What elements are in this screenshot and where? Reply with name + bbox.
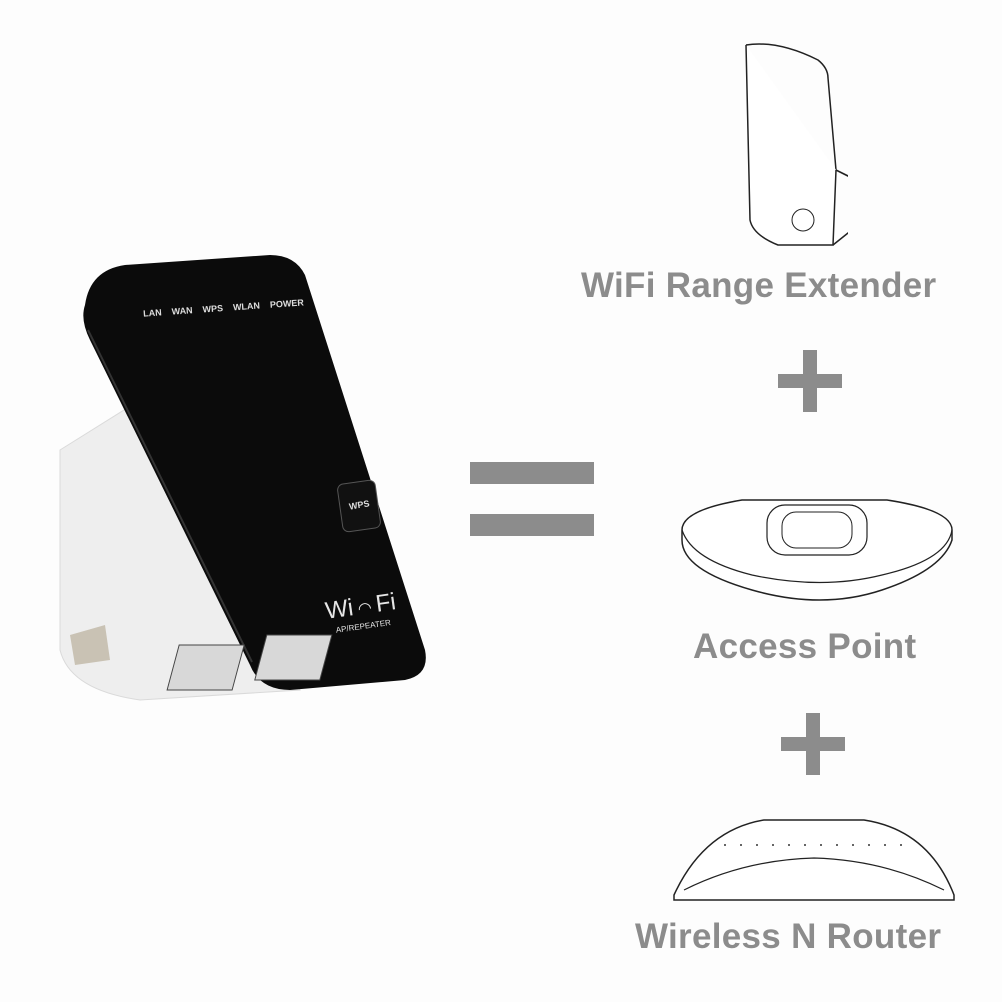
label-access-point: Access Point [693, 627, 917, 666]
device-front [83, 255, 426, 690]
ethernet-port-1 [166, 644, 245, 691]
plug-pin [70, 625, 110, 665]
equals-sign-bottom [470, 514, 594, 536]
wps-button [337, 479, 381, 533]
led-label: WPS [202, 303, 224, 315]
wifi-icon: ◠ [352, 598, 378, 619]
label-wifi-range-extender: WiFi Range Extender [581, 266, 937, 305]
equals-sign-top [470, 462, 594, 484]
plus-icon-2-v [806, 713, 820, 775]
range-extender-illustration [745, 43, 848, 246]
access-point-illustration [681, 499, 953, 601]
logo-wi: Wi [323, 594, 356, 625]
led-label: WAN [171, 305, 193, 317]
wifi-repeater-device [59, 255, 426, 701]
wireless-router-illustration [673, 819, 955, 901]
led-label: LAN [142, 307, 162, 319]
label-wireless-n-router: Wireless N Router [635, 917, 942, 956]
ethernet-port-2 [254, 634, 333, 681]
logo-fi: Fi [373, 588, 398, 618]
led-label: WLAN [232, 300, 261, 313]
plus-icon-1-v [803, 350, 817, 412]
extender-button-icon [791, 208, 815, 232]
